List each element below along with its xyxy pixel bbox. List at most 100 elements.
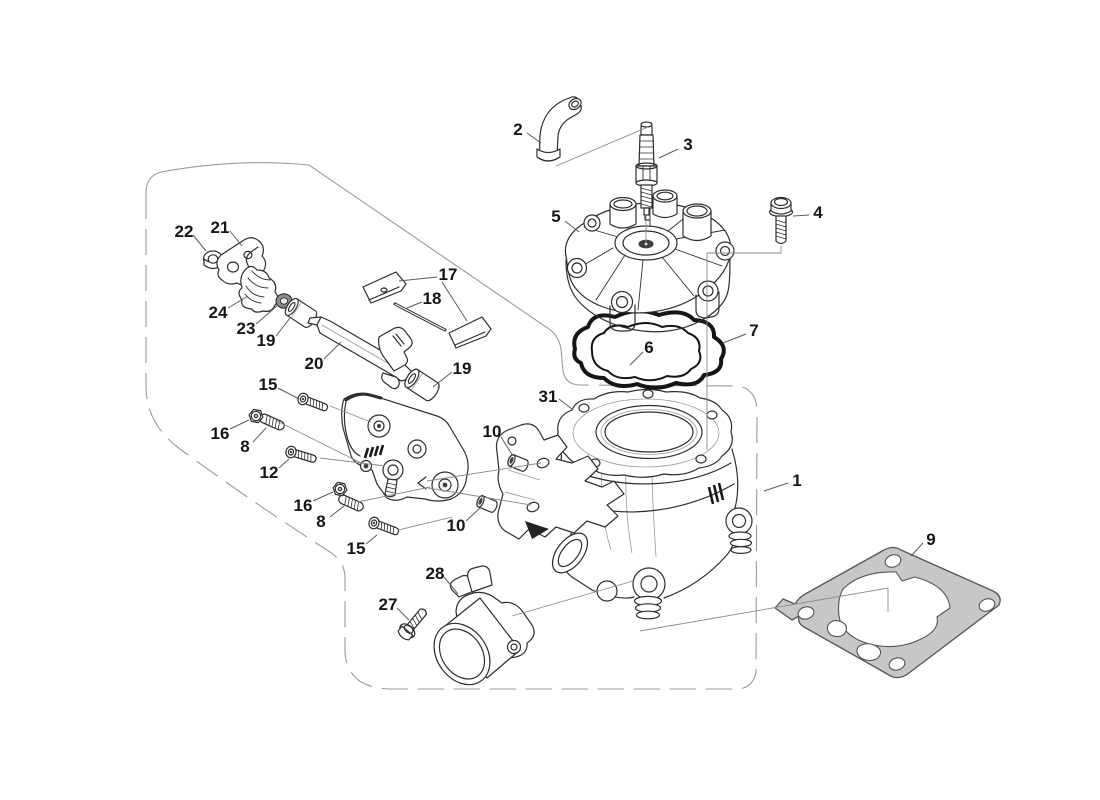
leader-line-27 [396, 607, 410, 621]
leader-line-1 [763, 482, 789, 492]
part-label-1: 1 [792, 471, 801, 490]
valve-cover [341, 392, 469, 502]
cylinder-mount-boss [596, 507, 753, 620]
part-label-2: 2 [513, 120, 522, 139]
leader-line-17 [398, 276, 438, 282]
leader-line-31 [558, 398, 573, 410]
leader-line-20 [323, 341, 342, 360]
callout-leader-lines [192, 132, 924, 621]
leader-line-23 [255, 304, 279, 325]
part-label-15: 15 [259, 375, 278, 394]
leader-line-5 [564, 220, 580, 233]
part-label-4: 4 [813, 203, 823, 222]
part-label-8: 8 [316, 512, 325, 531]
part-label-31: 31 [539, 387, 558, 406]
part-28-exhaust-flange [433, 565, 535, 686]
leader-line-19 [432, 371, 453, 388]
assembly-line [427, 487, 532, 506]
part-label-10: 10 [483, 422, 502, 441]
assembly-line [426, 462, 542, 482]
leader-line-21 [229, 230, 243, 247]
leader-line-15 [277, 387, 300, 400]
part-label-16: 16 [211, 424, 230, 443]
part-16-nut-b [331, 481, 349, 497]
part-label-3: 3 [683, 135, 692, 154]
part-17-valve-blade-a [362, 271, 407, 304]
part-label-22: 22 [175, 222, 194, 241]
part-5-cylinder-head [564, 189, 735, 333]
boundary-dashed-edge [145, 193, 758, 690]
part-9-base-gasket [774, 546, 1001, 679]
leader-line-10 [500, 436, 514, 457]
assembly-line [555, 126, 649, 167]
part-label-18: 18 [423, 289, 442, 308]
part-number-callouts: 1234567910101215151616881718191920212223… [175, 120, 936, 614]
head-center-boss [614, 225, 678, 261]
leader-line-17 [441, 281, 468, 322]
assembly-location-lines [276, 126, 889, 632]
part-12-screw [283, 444, 319, 466]
valve-cover-logo [363, 444, 385, 459]
part-label-16: 16 [294, 496, 313, 515]
part-15-screw-b [366, 515, 401, 539]
leader-line-22 [192, 234, 207, 252]
leader-line-9 [910, 542, 924, 557]
leader-line-10 [465, 506, 482, 522]
part-27-flange-bolt [397, 608, 428, 641]
part-label-8: 8 [240, 437, 249, 456]
assembly-line [639, 587, 889, 632]
assembly-line [706, 246, 782, 450]
cylinder-exhaust-port [551, 532, 589, 574]
assembly-line [276, 420, 362, 464]
assembly-line [357, 486, 431, 503]
part-15-screw-a [295, 391, 330, 415]
leader-line-24 [227, 295, 249, 309]
part-3-spark-plug [635, 121, 658, 221]
part-20-valve-shaft [307, 316, 413, 390]
part-2-spark-plug-cap [536, 96, 582, 162]
part-label-9: 9 [926, 530, 935, 549]
leader-line-6 [629, 351, 644, 366]
part-4-head-bolt [768, 196, 794, 245]
part-24-spring [238, 246, 279, 313]
head-stub [609, 189, 712, 242]
leader-line-18 [406, 301, 423, 309]
part-label-17: 17 [439, 265, 458, 284]
part-label-20: 20 [305, 354, 324, 373]
part-label-21: 21 [211, 218, 230, 237]
cylinder-cast-logo [707, 482, 725, 505]
part-label-24: 24 [209, 303, 228, 322]
part-label-19: 19 [453, 359, 472, 378]
part-7-head-gasket [572, 309, 726, 390]
assembly-line [329, 405, 372, 423]
leader-line-15 [365, 534, 378, 545]
part-label-5: 5 [551, 207, 560, 226]
leader-line-28 [443, 576, 459, 595]
part-label-7: 7 [749, 321, 758, 340]
part-label-6: 6 [644, 338, 653, 357]
leader-line-4 [792, 214, 810, 217]
assembly-line [397, 516, 453, 531]
part-17-valve-blade-b [448, 316, 492, 349]
leader-line-8 [329, 505, 345, 518]
part-8-stud-b [336, 493, 366, 513]
assembly-boundary [145, 162, 758, 690]
part-18-valve-rod [393, 302, 447, 332]
part-label-23: 23 [237, 319, 256, 338]
part-label-12: 12 [260, 463, 279, 482]
part-label-10: 10 [447, 516, 466, 535]
leader-line-12 [278, 458, 290, 469]
boundary-solid-edge [145, 162, 580, 386]
leader-line-3 [658, 148, 679, 159]
leader-line-16 [312, 491, 334, 502]
assembly-line [511, 580, 634, 617]
part-1-cylinder [548, 430, 753, 620]
leader-line-19 [275, 317, 291, 337]
part-label-15: 15 [347, 539, 366, 558]
part-label-27: 27 [379, 595, 398, 614]
leader-line-8 [252, 427, 267, 443]
head-bolt-boss [566, 214, 735, 314]
leader-line-16 [229, 419, 250, 430]
part-31-top-gasket [557, 388, 733, 478]
